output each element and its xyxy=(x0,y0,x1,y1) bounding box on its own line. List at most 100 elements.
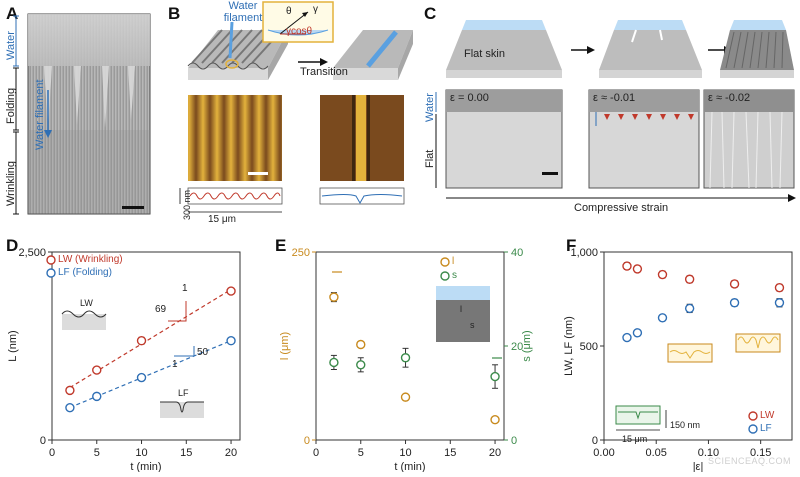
panel-b-gamma-cos: γcosθ xyxy=(286,26,313,37)
data-point xyxy=(622,332,632,343)
y-right-tick-label: 40 xyxy=(511,247,523,259)
plot-frame xyxy=(315,251,505,441)
data-point xyxy=(684,274,695,284)
panel-label-b: B xyxy=(168,4,181,23)
legend-marker-lf xyxy=(748,424,758,434)
panel-b-figure xyxy=(179,1,413,213)
x-tick-label: 0.05 xyxy=(646,447,667,459)
panel-c-axis-label: Compressive strain xyxy=(574,202,669,214)
chart-f-inset-scale-y: 150 nm xyxy=(670,420,701,430)
chart-d-slope-w-run: 1 xyxy=(182,283,188,294)
data-point xyxy=(356,360,366,370)
data-point xyxy=(622,261,632,271)
y-tick-label: 0 xyxy=(304,435,310,447)
inset-profile-2 xyxy=(667,343,713,363)
inset-wrinkle-block xyxy=(62,314,106,330)
inset-water xyxy=(436,286,490,300)
panel-label-a: A xyxy=(6,4,19,23)
inset-profile-3-line xyxy=(737,336,779,349)
data-point xyxy=(490,371,500,382)
panel-c-flat-label: Flat xyxy=(424,149,436,168)
data-point xyxy=(729,298,740,308)
x-axis-label: t (min) xyxy=(130,461,161,472)
panel-c-strain-0: ε = 0.00 xyxy=(450,92,489,104)
slope-triangle-wrinkling xyxy=(168,301,187,322)
data-point xyxy=(657,269,668,280)
panel-b-theta: θ xyxy=(286,6,292,17)
panel-c-strain-2: ε ≈ -0.02 xyxy=(708,92,751,104)
data-point xyxy=(632,328,643,338)
inset-fold-profile xyxy=(160,401,204,413)
panel-c-water-label: Water xyxy=(424,93,436,122)
panel-b-gamma: γ xyxy=(313,4,318,15)
y-tick-label: 0 xyxy=(40,435,46,447)
y-tick-label: 1,000 xyxy=(570,247,598,259)
panel-a-micrograph xyxy=(13,13,151,215)
data-point xyxy=(729,279,740,289)
panel-c-flat-skin: Flat skin xyxy=(464,48,505,60)
x-tick-label: 0.15 xyxy=(750,447,771,459)
data-point xyxy=(65,402,75,413)
y-tick-label: 0 xyxy=(592,435,598,447)
data-point xyxy=(226,336,236,346)
y-axis-label: LW, LF (nm) xyxy=(563,316,575,376)
panel-a-folding-label: Folding xyxy=(5,87,17,124)
chart-d-legend-wrinkling: LW (Wrinkling) xyxy=(58,254,123,265)
x-tick-label: 0 xyxy=(313,447,319,459)
chart-e-legend-s: s xyxy=(452,270,457,281)
data-point xyxy=(490,414,500,425)
chart-d-slope-f-run: 1 xyxy=(172,359,178,370)
panel-label-f: F xyxy=(566,236,577,255)
data-point xyxy=(329,357,339,368)
data-point xyxy=(356,339,366,350)
panel-a-wrinkling-label: Wrinkling xyxy=(5,160,17,206)
slope-triangle-folding xyxy=(174,346,195,357)
chart-d-inset-lw: LW xyxy=(80,298,93,308)
panel-b-height-scale: 300 nm xyxy=(182,190,192,221)
data-point xyxy=(136,336,147,346)
y-right-axis-label: s (μm) xyxy=(521,330,533,361)
data-point xyxy=(400,353,411,363)
data-point xyxy=(329,292,339,302)
chart-e-inset-l: l xyxy=(460,304,462,314)
x-tick-label: 15 xyxy=(180,447,192,459)
data-point xyxy=(136,372,147,383)
watermark: SCIENCEAQ.COM xyxy=(708,456,792,466)
panel-label-c: C xyxy=(424,4,437,23)
x-axis-label: t (min) xyxy=(394,461,425,472)
chart-d-slope-f-rise: 50 xyxy=(197,347,209,358)
panel-b-length-scale: 15 μm xyxy=(208,214,236,225)
legend-marker-s xyxy=(440,271,450,281)
y-axis-label: L (nm) xyxy=(7,330,19,361)
panel-c-strain-1: ε ≈ -0.01 xyxy=(593,92,636,104)
panel-b: Water filament θ γ γcosθ Transition 300 … xyxy=(168,0,418,232)
y-right-tick-label: 0 xyxy=(511,435,517,447)
x-tick-label: 15 xyxy=(444,447,456,459)
chart-f-legend-lf: LF xyxy=(760,423,772,434)
y-tick-label: 2,500 xyxy=(18,247,46,259)
chart-d-legend-folding: LF (Folding) xyxy=(58,267,112,278)
plot-frame xyxy=(51,251,241,441)
y-tick-label: 250 xyxy=(292,247,310,259)
legend-marker-folding xyxy=(46,268,56,278)
chart-d-inset-lf: LF xyxy=(178,388,189,398)
legend-marker-l xyxy=(440,257,450,267)
data-point xyxy=(400,392,411,402)
panel-label-d: D xyxy=(6,236,19,255)
data-point xyxy=(632,264,643,274)
x-tick-label: 0.00 xyxy=(593,447,614,459)
chart-f-legend-lw: LW xyxy=(760,410,775,421)
y-tick-label: 500 xyxy=(580,341,598,353)
x-tick-label: 10 xyxy=(399,447,411,459)
x-tick-label: 20 xyxy=(225,447,237,459)
panel-a-water-label: Water xyxy=(5,31,17,60)
panel-b-water-filament: Water filament xyxy=(223,0,263,24)
legend-marker-lw xyxy=(748,411,758,421)
panel-c-figure xyxy=(435,20,796,202)
x-tick-label: 20 xyxy=(489,447,501,459)
